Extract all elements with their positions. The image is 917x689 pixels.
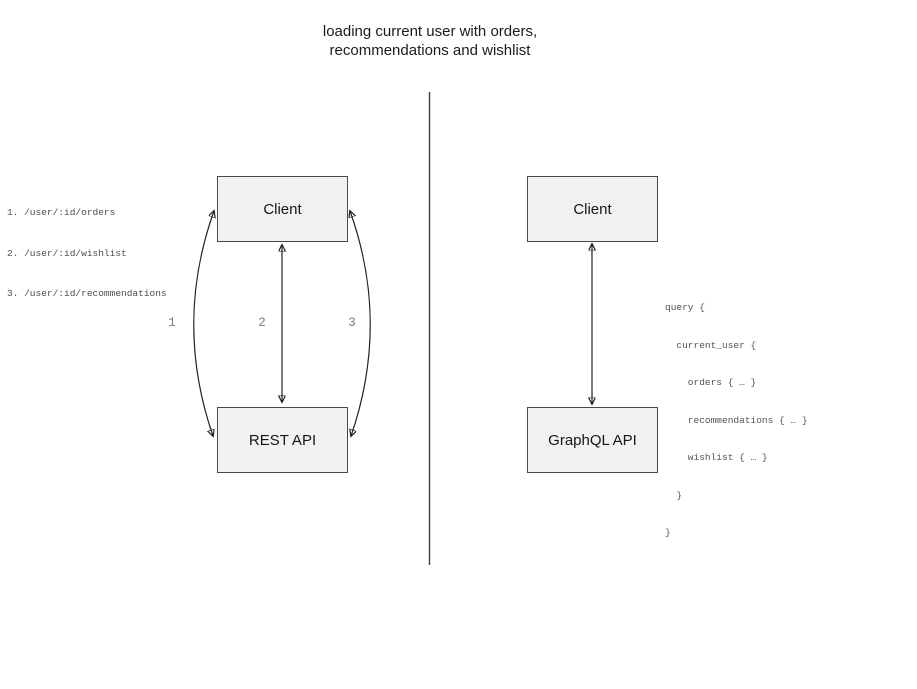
rest-endpoint-1: 1. /user/:id/orders: [7, 207, 116, 218]
diagram-title-line-1: loading current user with orders,: [322, 23, 538, 40]
rest-client-box-label: Client: [263, 200, 302, 218]
graphql-client-box-label: Client: [573, 200, 612, 218]
rest-arrow-3-label: 3: [348, 316, 356, 330]
query-line-6: }: [665, 489, 683, 501]
graphql-query-snippet: query { current_user { orders { … } reco…: [665, 277, 808, 565]
query-line-1: query {: [665, 302, 705, 313]
rest-client-box: Client: [217, 176, 348, 242]
query-line-3: orders { … }: [665, 377, 757, 388]
rest-endpoint-2: 2. /user/:id/wishlist: [7, 247, 127, 259]
rest-arrow-2-label: 2: [258, 316, 266, 330]
rest-endpoint-3: 3. /user/:id/recommendations: [7, 288, 167, 299]
diagram-title-line-2: recommendations and wishlist: [329, 42, 531, 59]
rest-api-box: REST API: [217, 407, 348, 473]
query-line-7: }: [665, 527, 671, 538]
rest-endpoint-list: 1. /user/:id/orders 2. /user/:id/wishlis…: [7, 179, 167, 328]
graphql-client-box: Client: [527, 176, 658, 242]
query-line-2: current_user {: [665, 339, 757, 351]
query-line-5: wishlist { … }: [665, 452, 768, 463]
graphql-api-box: GraphQL API: [527, 407, 658, 473]
diagram-title: loading current user with orders, recomm…: [0, 22, 860, 60]
rest-api-box-label: REST API: [248, 431, 317, 449]
graphql-api-box-label: GraphQL API: [548, 431, 637, 449]
rest-arrow-1-label: 1: [168, 316, 176, 330]
query-line-4: recommendations { … }: [665, 414, 808, 426]
rest-arrow-1-curve: [193, 211, 214, 436]
